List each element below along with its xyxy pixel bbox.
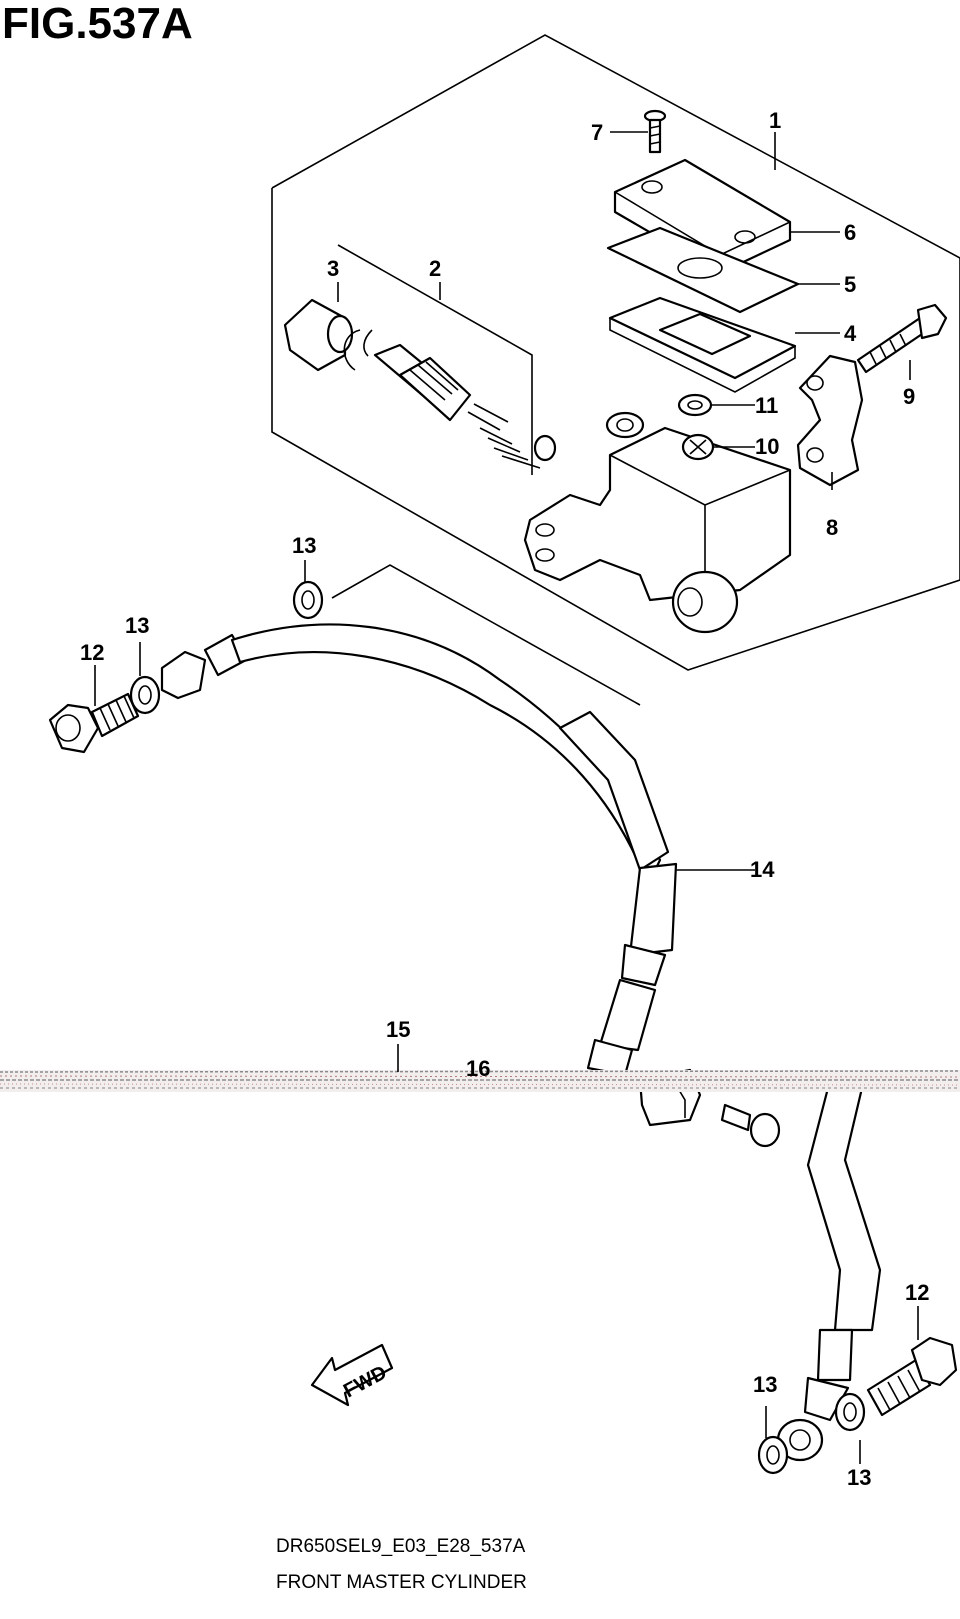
callout-3: 3 — [327, 256, 339, 281]
brake-hose-lower — [776, 1086, 882, 1462]
figure-caption: FRONT MASTER CYLINDER — [276, 1572, 527, 1593]
callout-2: 2 — [429, 256, 441, 281]
hose-washer-left — [129, 675, 161, 715]
sealing-washer — [677, 393, 713, 417]
union-bolt-right — [866, 1336, 958, 1417]
callout-12-right: 12 — [905, 1280, 929, 1305]
callout-15: 15 — [386, 1017, 410, 1042]
model-code: DR650SEL9_E03_E28_537A — [276, 1536, 526, 1557]
scan-break-band — [0, 1070, 960, 1092]
callout-9: 9 — [903, 384, 915, 409]
figure-title: FIG.537A — [2, 0, 193, 48]
callout-labels: 1 2 3 4 5 6 7 8 9 10 11 12 12 13 13 13 1… — [80, 108, 929, 1490]
forward-arrow: FWD — [310, 1343, 394, 1407]
assembly-frame — [271, 34, 960, 671]
piston-boot — [283, 298, 354, 372]
union-bolt-left — [48, 692, 140, 754]
callout-13-lower-left: 13 — [753, 1372, 777, 1397]
clamp-bolt — [856, 303, 948, 374]
diaphragm — [608, 296, 797, 393]
callout-10: 10 — [755, 434, 779, 459]
callout-1: 1 — [769, 108, 781, 133]
callout-8: 8 — [826, 515, 838, 540]
hose-washer-lower-right — [834, 1392, 866, 1432]
piston-kit-frame — [337, 244, 533, 475]
callout-7: 7 — [591, 120, 603, 145]
handlebar-clamp — [796, 354, 864, 487]
callout-4: 4 — [844, 321, 857, 346]
cap-screw — [643, 109, 667, 154]
brake-hose — [160, 623, 678, 1077]
callout-11: 11 — [755, 393, 778, 418]
callout-12-left: 12 — [80, 640, 104, 665]
hose-washer-upper — [292, 580, 324, 620]
guide-screw — [720, 1103, 781, 1148]
leader-lines — [94, 131, 919, 1464]
piston — [373, 343, 557, 469]
master-cylinder-body — [523, 411, 792, 634]
hose-frame — [331, 564, 641, 706]
union-bolt — [681, 433, 715, 461]
callout-13-left: 13 — [125, 613, 149, 638]
callout-14: 14 — [750, 857, 775, 882]
snap-ring — [343, 329, 373, 371]
callout-6: 6 — [844, 220, 856, 245]
callout-16: 16 — [466, 1056, 490, 1081]
callout-5: 5 — [844, 272, 856, 297]
callout-13-lower-right: 13 — [847, 1465, 871, 1490]
callout-13-top: 13 — [292, 533, 316, 558]
hose-washer-lower-left — [757, 1435, 789, 1475]
